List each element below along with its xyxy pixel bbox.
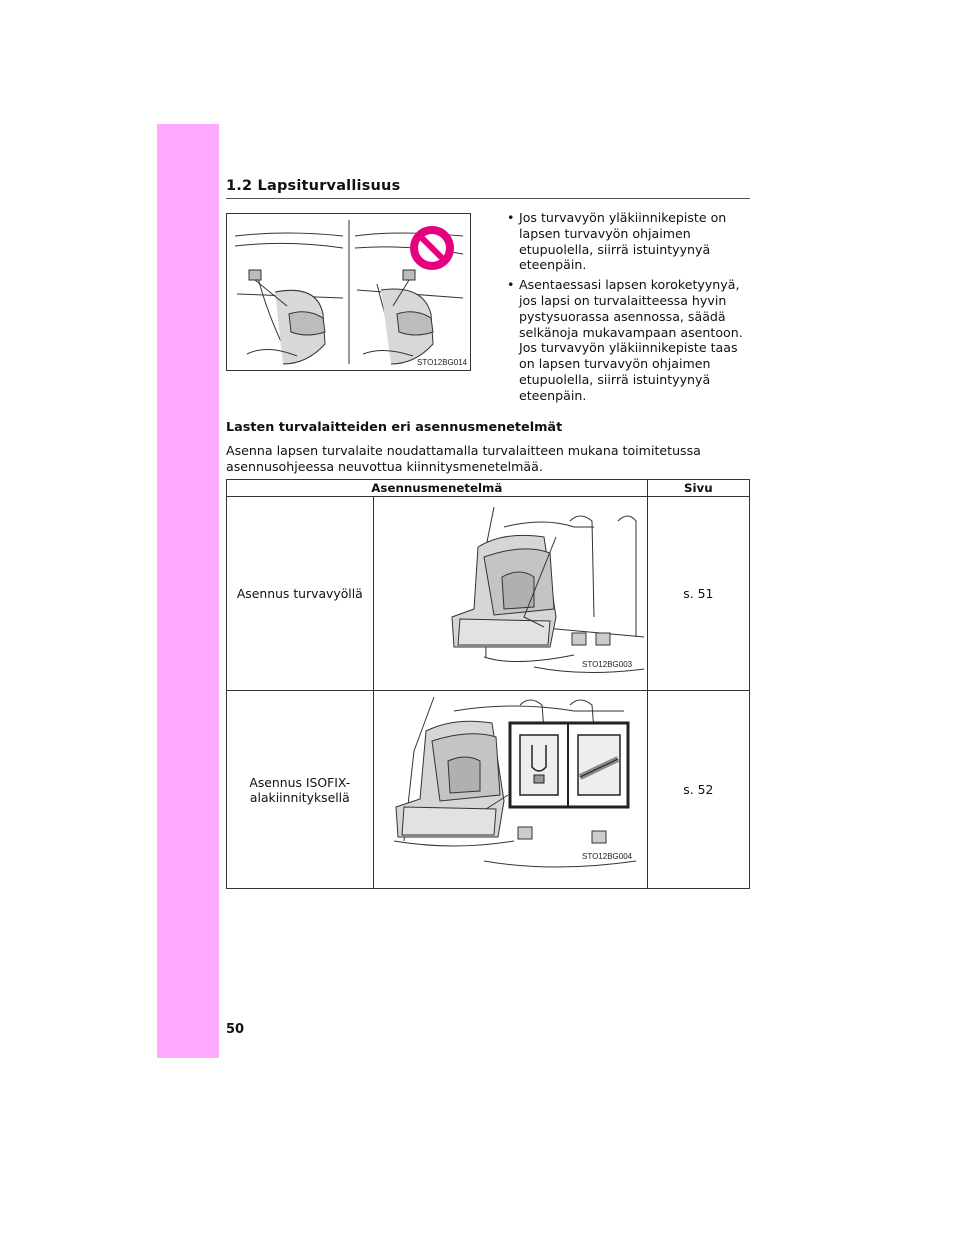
page-reference: s. 52 (646, 690, 751, 889)
table-header-row: Asennusmenetelmä Sivu (226, 479, 751, 497)
table-row: Asennus turvavyöllä (226, 496, 751, 691)
page-reference: s. 51 (646, 496, 751, 691)
title-divider (226, 198, 750, 199)
header-page: Sivu (646, 479, 751, 497)
incorrect-seat-drawing (354, 232, 464, 365)
bullet-text: Asentaessasi lapsen koroketyynyä, jos la… (519, 277, 743, 403)
figure-code: STO12BG004 (582, 852, 633, 861)
figure-code: STO12BG003 (582, 660, 633, 669)
method-label: Asennus ISOFIX-alakiinnityksellä (226, 690, 374, 889)
section-title: 1.2 Lapsiturvallisuus (226, 178, 401, 194)
subheading: Lasten turvalaitteiden eri asennusmenete… (226, 420, 563, 435)
seatbelt-install-illustration: STO12BG003 (372, 496, 648, 691)
isofix-detail-inset (508, 721, 630, 809)
seatbelt-install-drawing: STO12BG003 (451, 506, 644, 674)
header-method: Asennusmenetelmä (226, 479, 648, 497)
figure-code: STO12BG014 (417, 358, 468, 367)
bullet-mark: • (507, 210, 515, 225)
list-item: • Asentaessasi lapsen koroketyynyä, jos … (507, 277, 752, 403)
bullet-mark: • (507, 277, 515, 293)
page-number: 50 (226, 1022, 245, 1037)
bullet-list: • Jos turvavyön yläkiinnikepiste on laps… (507, 210, 752, 408)
table-row: Asennus ISOFIX-alakiinnityksellä (226, 690, 751, 889)
isofix-install-drawing: STO12BG004 (393, 696, 636, 868)
installation-methods-table: Asennusmenetelmä Sivu Asennus turvavyöll… (226, 479, 751, 889)
prohibition-icon (410, 226, 454, 270)
list-item: • Jos turvavyön yläkiinnikepiste on laps… (507, 210, 752, 273)
side-tab (157, 124, 219, 1058)
intro-paragraph: Asenna lapsen turvalaite noudattamalla t… (226, 443, 701, 474)
correct-seat-drawing (234, 232, 344, 365)
belt-guide-illustration: STO12BG014 (226, 213, 471, 371)
belt-guide-drawing: STO12BG014 (234, 220, 468, 367)
bullet-text: Jos turvavyön yläkiinnikepiste on lapsen… (519, 210, 727, 273)
isofix-install-illustration: STO12BG004 (372, 690, 648, 889)
method-label: Asennus turvavyöllä (226, 496, 374, 691)
